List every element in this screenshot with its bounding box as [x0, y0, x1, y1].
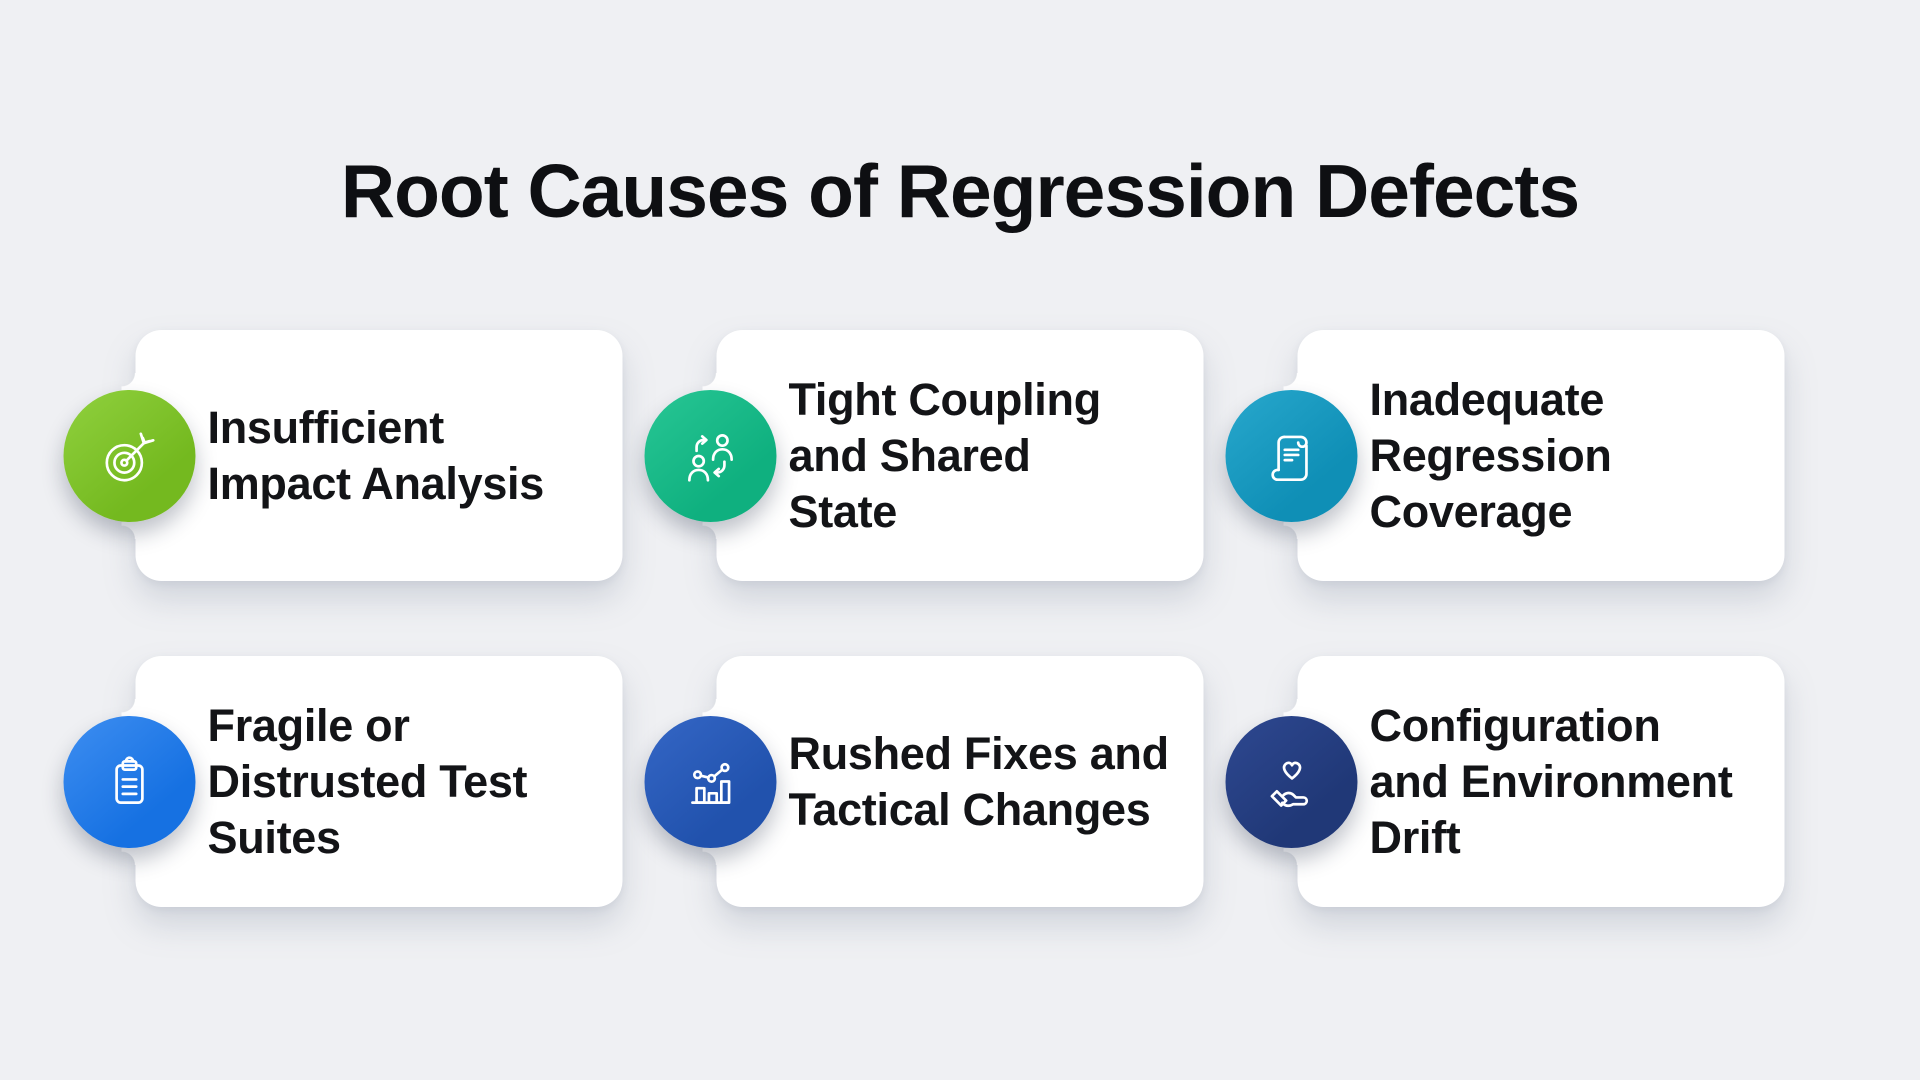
card-icon-bubble: [63, 389, 196, 522]
card-label: Rushed Fixes and Tactical Changes: [788, 727, 1170, 835]
bar-chart-trend-icon: [691, 762, 731, 804]
card-icon-bubble: [644, 389, 777, 522]
card-label: Configuration and Environment Drift: [1369, 699, 1733, 863]
card-icon-bubble: [1225, 389, 1358, 522]
people-swap-icon: [688, 433, 733, 482]
card-label: Insufficient Impact Analysis: [207, 401, 545, 509]
card-configuration-environment-drift: Configuration and Environment Drift: [1225, 656, 1785, 907]
card-rushed-fixes-tactical-changes: Rushed Fixes and Tactical Changes: [644, 656, 1204, 907]
card-label: Fragile or Distrusted Test Suites: [207, 699, 528, 863]
card-label: Tight Coupling and Shared State: [788, 373, 1102, 537]
card-icon-bubble: [1225, 715, 1358, 848]
card-icon-bubble: [644, 715, 777, 848]
page-title: Root Causes of Regression Defects: [340, 149, 1580, 234]
card-grid: Insufficient Impact Analysis Tight Coupl…: [63, 330, 1785, 907]
card-icon-bubble: [63, 715, 196, 848]
target-dart-icon: [105, 431, 155, 482]
scroll-document-icon: [1271, 435, 1308, 481]
card-insufficient-impact-analysis: Insufficient Impact Analysis: [63, 330, 623, 581]
hand-heart-icon: [1270, 761, 1309, 807]
card-tight-coupling-shared-state: Tight Coupling and Shared State: [644, 330, 1204, 581]
clipboard-icon: [115, 755, 144, 804]
card-label: Inadequate Regression Coverage: [1369, 373, 1612, 537]
card-fragile-distrusted-test-suites: Fragile or Distrusted Test Suites: [63, 656, 623, 907]
card-inadequate-regression-coverage: Inadequate Regression Coverage: [1225, 330, 1785, 581]
